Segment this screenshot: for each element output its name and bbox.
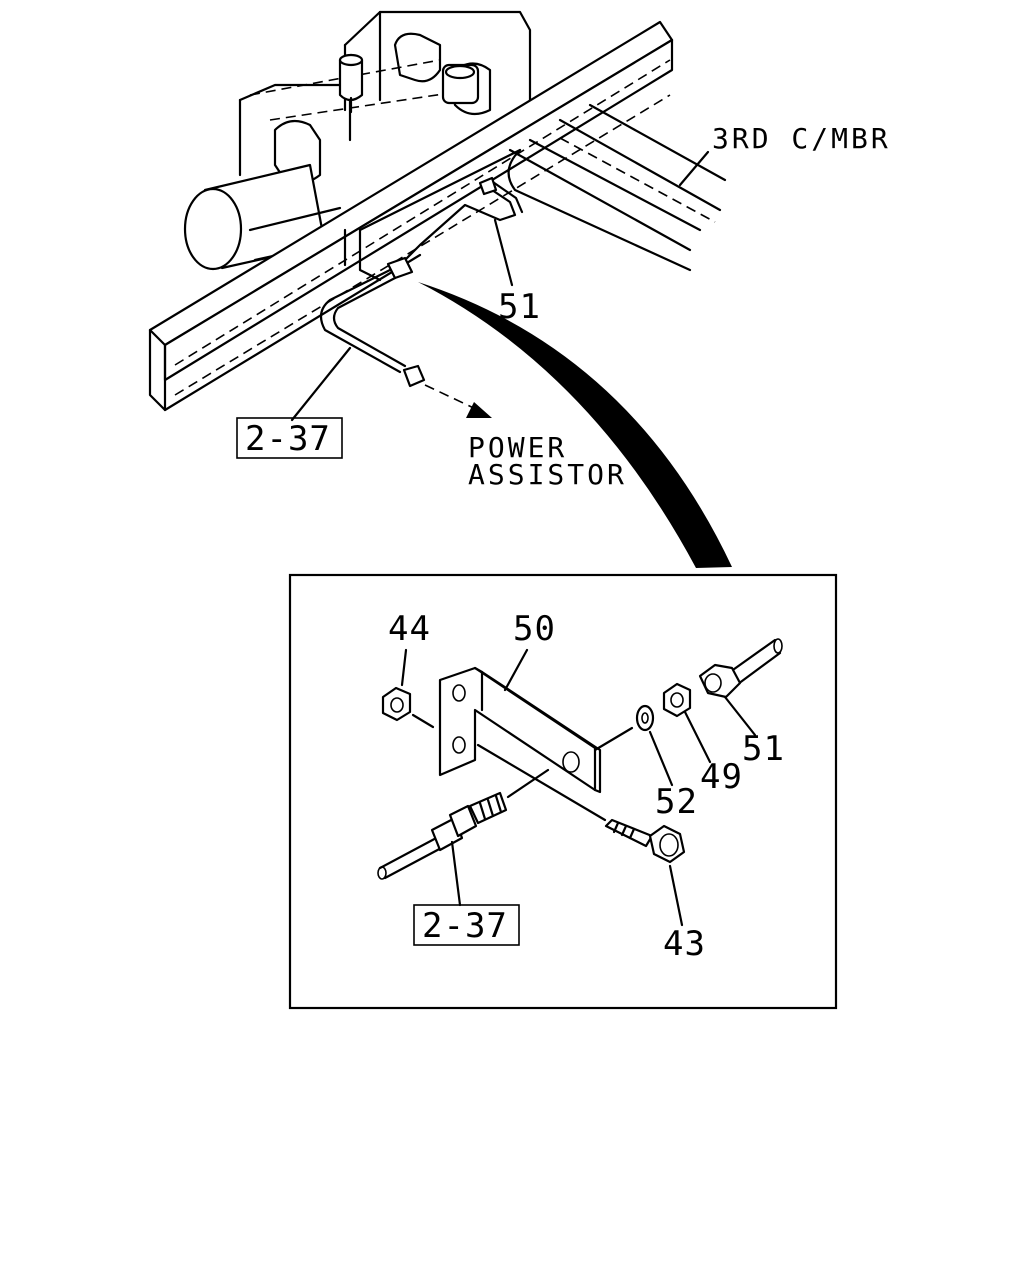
part-label-52: 52 — [655, 782, 698, 822]
washer-52 — [593, 704, 674, 787]
nut-49 — [662, 682, 712, 764]
nut-44 — [381, 648, 435, 729]
ref-box-top-label: 2-37 — [245, 419, 331, 459]
ref-box-detail-label: 2-37 — [422, 906, 508, 946]
ref-box-top — [236, 417, 343, 459]
ref-box-detail — [413, 904, 520, 946]
leader-51-top — [493, 218, 514, 287]
leader-3rd-cmbr — [678, 150, 710, 187]
detail-view: 44 50 52 49 51 — [288, 573, 838, 1010]
part-label-43: 43 — [663, 924, 706, 964]
part-label-50: 50 — [513, 609, 556, 649]
power-assistor-arrowhead — [466, 402, 492, 418]
frame-assembly-view: 51 3RD C/MBR 2-37 POWER ASSISTOR — [148, 10, 891, 491]
frame-member-label: 3RD C/MBR — [712, 122, 891, 155]
pipe-flare-nut-51 — [698, 638, 783, 737]
brake-pipe — [319, 176, 524, 388]
hose-fitting — [377, 768, 550, 907]
third-cross-member — [343, 103, 727, 282]
leader-ref-top — [290, 346, 352, 422]
part-label-44: 44 — [388, 609, 431, 649]
detail-frame — [288, 573, 838, 1010]
part-label-51-detail: 51 — [742, 729, 785, 769]
bolt-43 — [476, 743, 686, 927]
leader-50 — [503, 648, 529, 692]
power-assistor-label-line1: POWER — [468, 431, 567, 464]
frame-rail — [148, 20, 674, 412]
engine-block — [238, 10, 532, 186]
bracket-50 — [438, 666, 602, 794]
detail-callout-arc — [418, 282, 732, 568]
power-assistor-arrow-line — [424, 384, 479, 411]
power-assistor-label-line2: ASSISTOR — [468, 458, 627, 491]
part-label-49: 49 — [700, 757, 743, 797]
